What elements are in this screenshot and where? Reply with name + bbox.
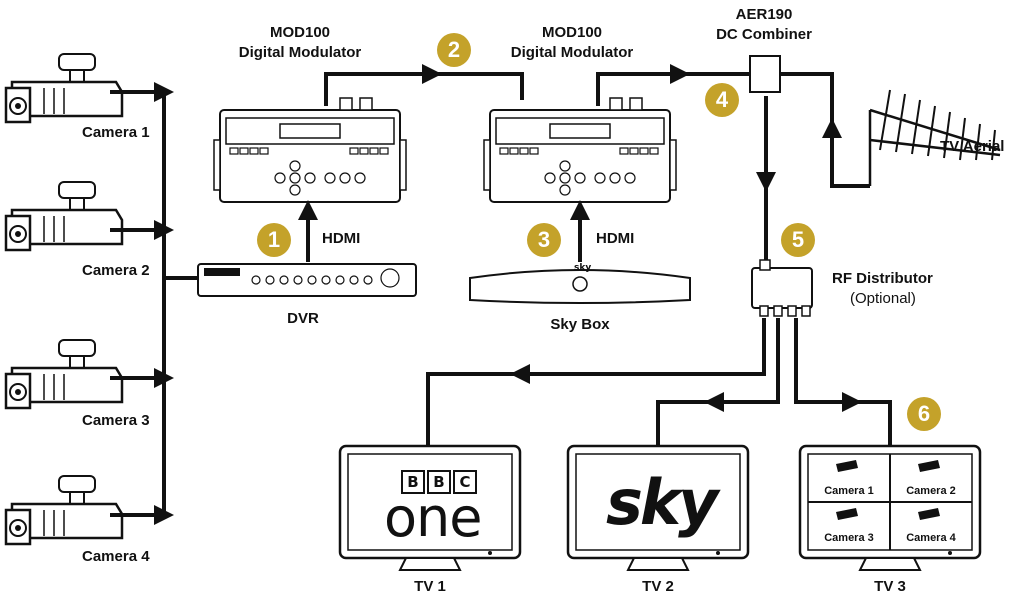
- camera-cables: [110, 82, 198, 525]
- camera-1-device: [4, 52, 124, 124]
- distributor-title: RF Distributor: [832, 270, 933, 287]
- modulator-2-subtitle: Digital Modulator: [510, 44, 634, 61]
- modulator-2-title: MOD100: [541, 24, 603, 41]
- sky-box-device: [469, 269, 691, 304]
- distribution-cables: [426, 318, 892, 446]
- tv-1-label: TV 1: [414, 578, 446, 595]
- tv-3-quad-grid: [808, 454, 972, 550]
- distributor-subtitle: (Optional): [850, 290, 916, 307]
- step-badge-2: 2: [437, 33, 471, 67]
- hdmi-cables: [298, 200, 590, 262]
- camera-2-device: [4, 180, 124, 252]
- step-badge-3: 3: [527, 223, 561, 257]
- bbc-letter-1: B: [401, 470, 425, 494]
- bbc-letter-3: C: [453, 470, 477, 494]
- camera-3-device: [4, 338, 124, 410]
- tv-2-channel-text: sky: [606, 466, 719, 539]
- step-badge-1: 1: [257, 223, 291, 257]
- skybox-brand: sky: [574, 263, 592, 273]
- hdmi-2-label: HDMI: [596, 230, 635, 247]
- tv-3-label: TV 3: [874, 578, 906, 595]
- tv-3-quad-4: Camera 4: [906, 532, 956, 544]
- camera-3-label: Camera 3: [82, 412, 150, 429]
- step-badge-5: 5: [781, 223, 815, 257]
- tv-1-channel-text: one: [384, 486, 482, 549]
- rf-chain: [324, 64, 870, 264]
- tv-3-quad-1: Camera 1: [824, 485, 874, 497]
- tv-3-mini-cameras: [836, 460, 940, 520]
- skybox-label: Sky Box: [550, 316, 610, 333]
- bbc-letter-2: B: [427, 470, 451, 494]
- rf-distributor-device: [751, 259, 813, 317]
- combiner-device: [749, 55, 781, 93]
- aerial-label: TV Aerial: [940, 138, 1005, 155]
- combiner-subtitle: DC Combiner: [716, 26, 812, 43]
- dvr-label: DVR: [287, 310, 319, 327]
- modulator-2-device: [483, 97, 677, 203]
- camera-4-label: Camera 4: [82, 548, 150, 565]
- tv-2-label: TV 2: [642, 578, 674, 595]
- dvr-device: [197, 263, 417, 297]
- modulator-1-device: [213, 97, 407, 203]
- camera-1-label: Camera 1: [82, 124, 150, 141]
- hdmi-1-label: HDMI: [322, 230, 361, 247]
- modulator-1-title: MOD100: [269, 24, 331, 41]
- step-badge-6: 6: [907, 397, 941, 431]
- modulator-1-subtitle: Digital Modulator: [238, 44, 362, 61]
- camera-2-label: Camera 2: [82, 262, 150, 279]
- tv-3-quad-2: Camera 2: [906, 485, 956, 497]
- camera-4-device: [4, 474, 124, 546]
- combiner-title: AER190: [735, 6, 793, 23]
- aerial-device: [868, 89, 1001, 186]
- step-badge-4: 4: [705, 83, 739, 117]
- tv-3-quad-3: Camera 3: [824, 532, 874, 544]
